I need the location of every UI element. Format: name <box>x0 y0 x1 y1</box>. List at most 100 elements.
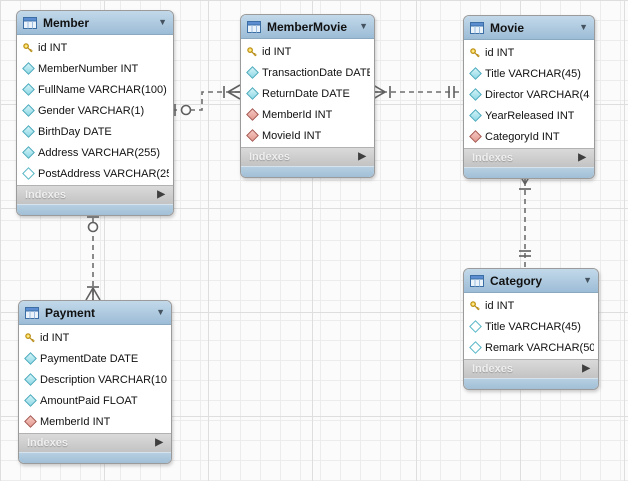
table-member[interactable]: Member ▼ id INT MemberNumber INT FullNam… <box>16 10 174 216</box>
table-header[interactable]: MemberMovie ▼ <box>241 15 374 39</box>
column-text: Director VARCHAR(45) <box>485 88 590 101</box>
table-footer <box>241 166 374 177</box>
expand-arrow-icon[interactable]: ▶ <box>157 189 165 200</box>
table-icon <box>25 306 39 319</box>
primary-key-icon <box>24 332 36 343</box>
table-movie[interactable]: Movie ▼ id INT Title VARCHAR(45) Directo… <box>463 15 595 179</box>
column-row[interactable]: Title VARCHAR(45) <box>464 63 594 84</box>
not-null-column-icon <box>23 373 37 386</box>
table-membermovie[interactable]: MemberMovie ▼ id INT TransactionDate DAT… <box>240 14 375 178</box>
foreign-key-column-icon <box>468 130 482 143</box>
column-row[interactable]: AmountPaid FLOAT <box>19 390 171 411</box>
column-row[interactable]: id INT <box>17 37 173 58</box>
table-icon <box>247 20 261 33</box>
table-footer <box>19 452 171 463</box>
expand-arrow-icon[interactable]: ▶ <box>578 152 586 163</box>
table-title: Payment <box>45 305 96 320</box>
table-title: MemberMovie <box>267 19 348 34</box>
primary-key-icon <box>469 47 481 58</box>
column-row[interactable]: BirthDay DATE <box>17 121 173 142</box>
collapse-arrow-icon[interactable]: ▼ <box>579 22 588 32</box>
indexes-label: Indexes <box>249 151 290 163</box>
collapse-arrow-icon[interactable]: ▼ <box>359 21 368 31</box>
column-row[interactable]: id INT <box>19 327 171 348</box>
table-header[interactable]: Member ▼ <box>17 11 173 35</box>
relationship-category-movie[interactable] <box>517 171 533 268</box>
foreign-key-column-icon <box>23 415 37 428</box>
column-row[interactable]: Address VARCHAR(255) <box>17 142 173 163</box>
collapse-arrow-icon[interactable]: ▼ <box>158 17 167 27</box>
table-header[interactable]: Payment ▼ <box>19 301 171 325</box>
relationship-member-payment[interactable] <box>85 209 101 301</box>
column-row[interactable]: MovieId INT <box>241 125 374 146</box>
column-row[interactable]: MemberNumber INT <box>17 58 173 79</box>
indexes-row[interactable]: Indexes ▶ <box>241 147 374 166</box>
column-text: id INT <box>40 331 70 344</box>
not-null-column-icon <box>468 67 482 80</box>
column-text: MemberNumber INT <box>38 62 139 75</box>
column-row[interactable]: MemberId INT <box>241 104 374 125</box>
column-row[interactable]: MemberId INT <box>19 411 171 432</box>
column-text: Remark VARCHAR(500) <box>485 341 594 354</box>
column-row[interactable]: Remark VARCHAR(500) <box>464 337 598 358</box>
column-text: ReturnDate DATE <box>262 87 350 100</box>
column-text: Title VARCHAR(45) <box>485 67 581 80</box>
column-row[interactable]: Title VARCHAR(45) <box>464 316 598 337</box>
column-text: FullName VARCHAR(100) <box>38 83 167 96</box>
table-title: Movie <box>490 20 525 35</box>
collapse-arrow-icon[interactable]: ▼ <box>583 275 592 285</box>
column-row[interactable]: Director VARCHAR(45) <box>464 84 594 105</box>
indexes-label: Indexes <box>472 363 513 375</box>
column-text: YearReleased INT <box>485 109 575 122</box>
column-row[interactable]: id INT <box>241 41 374 62</box>
not-null-column-icon <box>468 88 482 101</box>
not-null-column-icon <box>245 66 259 79</box>
table-icon <box>470 21 484 34</box>
column-list: id INT MemberNumber INT FullName VARCHAR… <box>17 35 173 185</box>
table-payment[interactable]: Payment ▼ id INT PaymentDate DATE Descri… <box>18 300 172 464</box>
expand-arrow-icon[interactable]: ▶ <box>358 151 366 162</box>
not-null-column-icon <box>245 87 259 100</box>
indexes-row[interactable]: Indexes ▶ <box>17 185 173 204</box>
column-list: id INT Title VARCHAR(45) Remark VARCHAR(… <box>464 293 598 359</box>
table-category[interactable]: Category ▼ id INT Title VARCHAR(45) Rema… <box>463 268 599 390</box>
not-null-column-icon <box>23 394 37 407</box>
column-list: id INT TransactionDate DATE ReturnDate D… <box>241 39 374 147</box>
not-null-column-icon <box>468 109 482 122</box>
column-row[interactable]: FullName VARCHAR(100) <box>17 79 173 100</box>
foreign-key-column-icon <box>245 108 259 121</box>
expand-arrow-icon[interactable]: ▶ <box>155 437 163 448</box>
not-null-column-icon <box>21 104 35 117</box>
table-title: Member <box>43 15 90 30</box>
column-row[interactable]: PaymentDate DATE <box>19 348 171 369</box>
column-row[interactable]: PostAddress VARCHAR(255) <box>17 163 173 184</box>
relationship-movie-membermovie[interactable] <box>372 84 463 100</box>
nullable-column-icon <box>21 167 35 180</box>
expand-arrow-icon[interactable]: ▶ <box>582 363 590 374</box>
column-row[interactable]: TransactionDate DATE <box>241 62 374 83</box>
primary-key-icon <box>469 300 481 311</box>
column-row[interactable]: id INT <box>464 42 594 63</box>
indexes-row[interactable]: Indexes ▶ <box>464 359 598 378</box>
relationship-member-membermovie[interactable] <box>172 84 241 116</box>
indexes-row[interactable]: Indexes ▶ <box>19 433 171 452</box>
column-row[interactable]: Gender VARCHAR(1) <box>17 100 173 121</box>
column-row[interactable]: CategoryId INT <box>464 126 594 147</box>
foreign-key-column-icon <box>245 129 259 142</box>
column-row[interactable]: ReturnDate DATE <box>241 83 374 104</box>
table-footer <box>17 204 173 215</box>
column-row[interactable]: YearReleased INT <box>464 105 594 126</box>
column-text: id INT <box>485 46 515 59</box>
column-row[interactable]: Description VARCHAR(100) <box>19 369 171 390</box>
collapse-arrow-icon[interactable]: ▼ <box>156 307 165 317</box>
table-title: Category <box>490 273 543 288</box>
table-header[interactable]: Movie ▼ <box>464 16 594 40</box>
indexes-row[interactable]: Indexes ▶ <box>464 148 594 167</box>
primary-key-icon <box>246 46 258 57</box>
column-row[interactable]: id INT <box>464 295 598 316</box>
not-null-column-icon <box>21 83 35 96</box>
indexes-label: Indexes <box>27 437 68 449</box>
table-header[interactable]: Category ▼ <box>464 269 598 293</box>
not-null-column-icon <box>23 352 37 365</box>
